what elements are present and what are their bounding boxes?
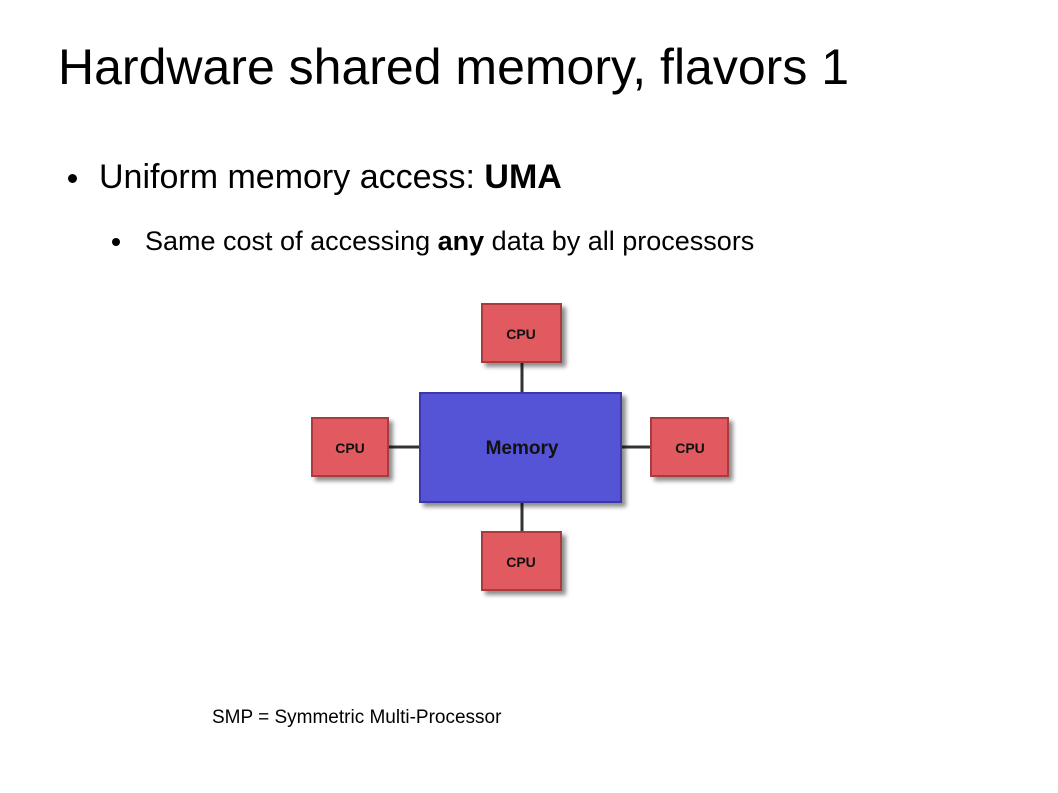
slide-title: Hardware shared memory, flavors 1 bbox=[58, 39, 850, 95]
cpu-left-box bbox=[311, 417, 389, 477]
bullet-same-cost: Same cost of accessing any data by all p… bbox=[112, 221, 754, 261]
bullet-dot bbox=[112, 238, 120, 246]
memory-label: Memory bbox=[486, 438, 559, 459]
bullet-uma-bold: UMA bbox=[484, 158, 562, 196]
memory-node bbox=[419, 392, 622, 503]
bullet-uma-lead: Uniform memory access: bbox=[99, 158, 485, 196]
bullet-uma-text: Uniform memory access: UMA bbox=[99, 158, 562, 196]
bullet-same-cost-text: Same cost of accessing any data by all p… bbox=[145, 226, 754, 256]
cpu-right-label: CPU bbox=[675, 440, 705, 456]
bullet-same-cost-bold: any bbox=[437, 226, 485, 256]
smp-caption: SMP = Symmetric Multi-Processor bbox=[212, 707, 502, 728]
memory-box bbox=[419, 392, 622, 503]
cpu-bottom-box bbox=[481, 531, 562, 591]
cpu-right-box bbox=[650, 417, 729, 477]
cpu-top-node bbox=[481, 303, 562, 363]
cpu-right-node bbox=[650, 417, 729, 477]
bullet-same-cost-after: data by all processors bbox=[484, 226, 755, 256]
bullet-uma: Uniform memory access: UMA bbox=[68, 154, 562, 200]
cpu-left-node bbox=[311, 417, 389, 477]
bullet-same-cost-before: Same cost of accessing bbox=[145, 226, 438, 256]
cpu-left-label: CPU bbox=[335, 440, 365, 456]
cpu-bottom-label: CPU bbox=[506, 554, 536, 570]
uma-diagram-svg: Memory CPU CPU CPU CPU bbox=[311, 303, 729, 591]
cpu-top-label: CPU bbox=[506, 326, 536, 342]
uma-diagram: Memory CPU CPU CPU CPU bbox=[300, 295, 745, 605]
cpu-bottom-node bbox=[481, 531, 562, 591]
cpu-top-box bbox=[481, 303, 562, 363]
bullet-dot bbox=[68, 174, 77, 183]
